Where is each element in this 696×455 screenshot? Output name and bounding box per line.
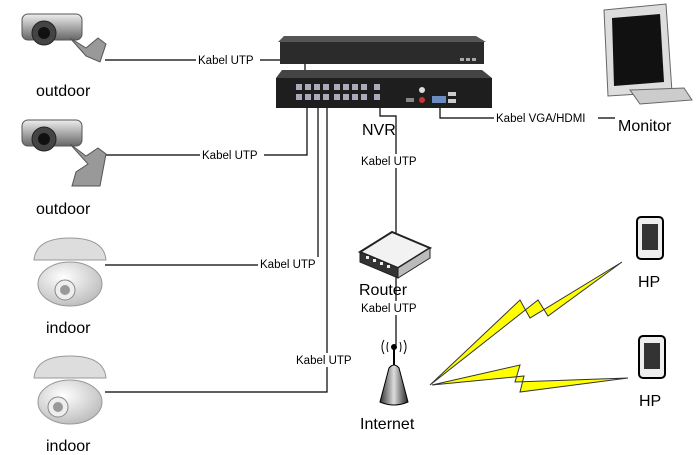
camera-3-label: indoor: [46, 320, 91, 337]
monitor-device: [603, 3, 693, 105]
label-cam4-cable: Kabel UTP: [296, 355, 352, 367]
wireless-signal-icons: [429, 261, 629, 393]
phone-2: [638, 335, 666, 379]
phone-2-label: HP: [639, 393, 661, 410]
phone-1-label: HP: [638, 274, 660, 291]
label-cam2-cable: Kabel UTP: [202, 150, 258, 162]
outdoor-camera-1: [21, 13, 107, 63]
label-nvr-router-cable: Kabel UTP: [361, 156, 417, 168]
internet-antenna: [379, 339, 409, 406]
camera-2-label: outdoor: [36, 201, 91, 218]
monitor-label: Monitor: [618, 118, 672, 135]
indoor-dome-camera-2: [33, 355, 107, 425]
outdoor-camera-2: [21, 119, 107, 187]
lightning-bolt-icon: [431, 364, 629, 393]
label-router-internet-cable: Kabel UTP: [361, 303, 417, 315]
router-label: Router: [359, 282, 408, 299]
ethernet-ports: [296, 84, 380, 100]
lightning-bolt-icon: [429, 261, 623, 386]
wire-labels: Kabel UTP Kabel UTP Kabel UTP Kabel UTP …: [196, 53, 598, 367]
wires: [105, 59, 615, 393]
internet-label: Internet: [360, 416, 415, 433]
label-nvr-monitor-cable: Kabel VGA/HDMI: [496, 113, 585, 125]
phone-1: [636, 216, 664, 260]
router-device: [357, 230, 433, 279]
nvr-device: [276, 36, 492, 108]
indoor-dome-camera-1: [33, 237, 107, 307]
camera-4-label: indoor: [46, 438, 91, 455]
label-cam3-cable: Kabel UTP: [260, 259, 316, 271]
label-cam1-cable: Kabel UTP: [198, 55, 254, 67]
nvr-label: NVR: [362, 122, 396, 139]
camera-1-label: outdoor: [36, 83, 91, 100]
